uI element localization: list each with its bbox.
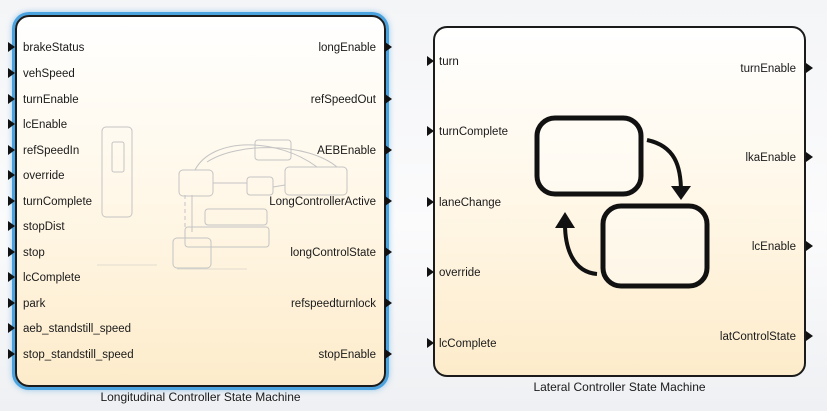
input-port-label: stop_standstill_speed xyxy=(23,349,134,361)
input-port-arrow[interactable] xyxy=(8,272,15,282)
input-port-arrow[interactable] xyxy=(8,170,15,180)
state-machine-icon xyxy=(534,115,710,289)
input-port-label: lcComplete xyxy=(23,272,81,284)
output-port-arrow[interactable] xyxy=(385,42,392,52)
input-port-label: override xyxy=(23,170,65,182)
output-port-arrow[interactable] xyxy=(806,152,813,162)
input-port-arrow[interactable] xyxy=(427,126,434,136)
input-port-label: turn xyxy=(439,56,459,68)
output-port-arrow[interactable] xyxy=(385,349,392,359)
output-port-label: lkaEnable xyxy=(745,152,796,164)
output-port-label: longEnable xyxy=(318,42,376,54)
output-port-arrow[interactable] xyxy=(385,145,392,155)
output-port-arrow[interactable] xyxy=(385,247,392,257)
lateral-state-machine-block[interactable]: turn turnComplete laneChange override lc… xyxy=(433,26,806,377)
input-port-label: aeb_standstill_speed xyxy=(23,323,132,335)
input-port-label: brakeStatus xyxy=(23,42,85,54)
input-port-arrow[interactable] xyxy=(427,197,434,207)
input-port-arrow[interactable] xyxy=(427,56,434,66)
input-port-label: turnComplete xyxy=(23,196,93,208)
output-port-arrow[interactable] xyxy=(385,298,392,308)
input-port-label: stop xyxy=(23,247,45,259)
lateral-block-caption: Lateral Controller State Machine xyxy=(533,380,706,394)
input-port-arrow[interactable] xyxy=(8,68,15,78)
input-port-label: lcComplete xyxy=(439,338,497,350)
output-port-arrow[interactable] xyxy=(806,63,813,73)
output-port-arrow[interactable] xyxy=(806,331,813,341)
output-port-arrow[interactable] xyxy=(385,94,392,104)
output-port-label: longControlState xyxy=(290,247,376,259)
input-port-label: park xyxy=(23,298,46,310)
input-port-label: stopDist xyxy=(23,221,65,233)
input-port-arrow[interactable] xyxy=(8,145,15,155)
output-port-arrow[interactable] xyxy=(385,196,392,206)
output-port-label: lcEnable xyxy=(751,241,796,253)
input-port-arrow[interactable] xyxy=(8,247,15,257)
output-port-label: refSpeedOut xyxy=(310,94,376,106)
output-port-label: refspeedturnlock xyxy=(290,298,376,310)
output-port-label: turnEnable xyxy=(740,63,796,75)
input-port-arrow[interactable] xyxy=(8,196,15,206)
output-port-arrow[interactable] xyxy=(806,241,813,251)
input-port-arrow[interactable] xyxy=(8,349,15,359)
input-port-label: lcEnable xyxy=(23,119,68,131)
longitudinal-block-caption: Longitudinal Controller State Machine xyxy=(100,390,301,404)
longitudinal-state-machine-block[interactable]: brakeStatus vehSpeed turnEnable lcEnable… xyxy=(15,15,386,387)
input-port-arrow[interactable] xyxy=(427,267,434,277)
input-port-arrow[interactable] xyxy=(8,119,15,129)
output-port-label: stopEnable xyxy=(318,349,376,361)
input-port-label: laneChange xyxy=(439,197,502,209)
input-port-arrow[interactable] xyxy=(8,323,15,333)
output-port-label: latControlState xyxy=(719,331,796,343)
input-port-label: override xyxy=(439,267,481,279)
input-port-arrow[interactable] xyxy=(8,42,15,52)
input-port-label: refSpeedIn xyxy=(23,145,80,157)
output-port-label: AEBEnable xyxy=(317,145,376,157)
input-port-arrow[interactable] xyxy=(427,338,434,348)
input-port-arrow[interactable] xyxy=(8,94,15,104)
input-port-label: turnEnable xyxy=(23,94,79,106)
input-port-label: vehSpeed xyxy=(23,68,75,80)
input-port-arrow[interactable] xyxy=(8,221,15,231)
input-port-arrow[interactable] xyxy=(8,298,15,308)
output-port-label: LongControllerActive xyxy=(269,196,376,208)
input-port-label: turnComplete xyxy=(439,126,509,138)
